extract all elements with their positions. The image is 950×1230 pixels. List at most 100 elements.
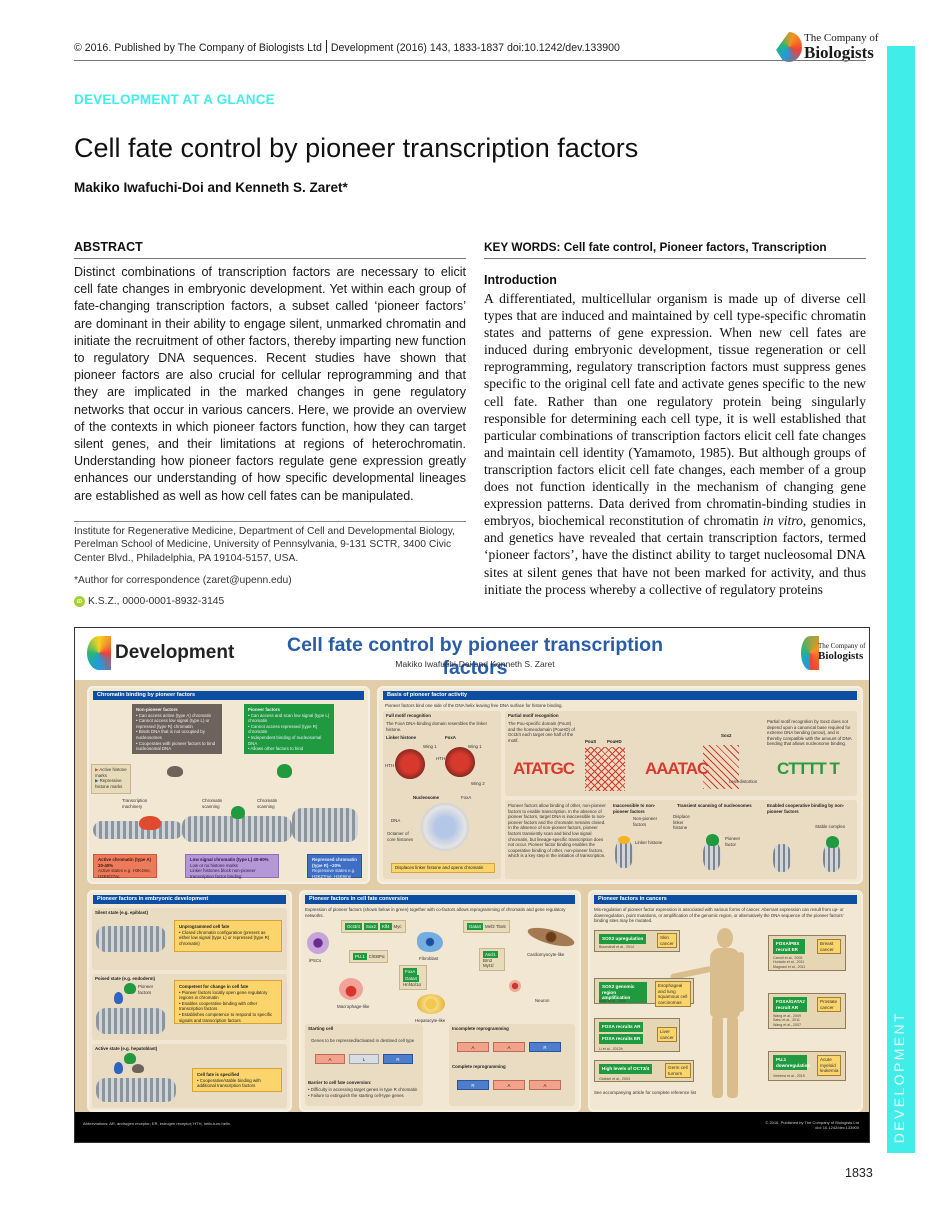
non-pioneer-points: • Can access active (type A) chromatin •… [136,712,216,752]
intro-italic: in vitro [762,513,803,529]
keywords-divider [484,258,866,259]
reference: Bass et al., 2009 [599,999,626,1003]
pouhd-label: PouHD [607,739,622,744]
orcid-line[interactable]: iD K.S.Z., 0000-0001-8932-3145 [74,596,224,607]
transcription-machinery-label: Transcription machinery [122,798,148,809]
poised-state-label: Poised state (e.g. endoderm) [95,976,156,981]
transcription-machinery-icon [139,816,161,830]
complete-title: Complete reprogramming [452,1064,506,1069]
factor-chip: Klf4 [379,923,392,930]
non-pioneer-factor-icon [114,1062,123,1074]
pioneer-factor-icon [706,834,719,846]
nucleosome-icon [773,844,791,872]
poster-figure: Development Cell fate control by pioneer… [74,627,870,1143]
wing2-label: Wing 2 [471,781,485,786]
factor-chip: FoxA [403,968,418,975]
side-tab-label: DEVELOPMENT [891,1010,907,1143]
poster-publisher-logo: The Company of Biologists [801,636,865,672]
cofactor-text: C/EBPα [368,954,385,959]
scanning-pioneer-icon [231,806,245,819]
starting-cell-subpanel: Starting cell Genes to be repressed/acti… [305,1024,423,1106]
non-pioneer-title: Non-pioneer factors [136,707,178,712]
orcid-text[interactable]: K.S.Z., 0000-0001-8932-3145 [88,596,225,607]
panel-cancers: Pioneer factors in cancers Mis-regulatio… [588,890,863,1112]
logo-line1: The Company of [804,32,879,44]
poster-logo-line1: The Company of [818,642,866,650]
octamer-label: Octamer of core histones [387,831,414,842]
poster-logo-line2: Biologists [818,650,864,662]
partial-motif-subpanel: Partial motif recognition The Pou-specif… [505,711,857,796]
macrophage-label: Macrophage-like [337,1004,370,1009]
pioneer-factor-icon [124,1053,136,1064]
pioneer-title: Pioneer factors [248,707,280,712]
neuron-factors-box: Ascl1 Brn2 Myt1l [479,948,505,971]
gene-a: A [457,1042,489,1052]
dna-double-helix-icon [585,747,625,791]
silent-state-label: Silent state (e.g. epiblast) [95,910,148,915]
active-chromatin-icon [96,1078,176,1102]
running-header: © 2016. Published by The Company of Biol… [74,40,620,54]
cancer-chip: Germ cell tumors [665,1063,691,1079]
intro-text-part1: A differentiated, multicellular organism… [484,291,866,529]
pioneer-factors-label: Pioneer factors [138,984,154,995]
full-motif-text: The FoxA DNA-binding domain resembles th… [386,721,488,732]
enabled-title: Enabled cooperative binding by non-pione… [767,803,845,814]
legend-repressive: Repressive histone marks [95,778,123,789]
poster-doi[interactable]: doi: 10.1242/dev.133900 [815,1125,859,1130]
article-title: Cell fate control by pioneer transcripti… [74,133,639,163]
reference: Wang et al., 2009 Sahu et al., 2011 Wang… [773,1014,802,1027]
gene-a: A [315,1054,345,1064]
silent-state-subpanel: Silent state (e.g. epiblast) Unprogramme… [92,908,287,970]
cancer-item-skin: SOX2 upregulation Skin cancer Boumahdi e… [594,930,680,952]
factor-chip: PU.1 [353,953,367,960]
factor-chip: FOXA recruits AR [599,1022,644,1032]
hepatocyte-label: Hepatocyte-like [415,1018,446,1023]
ipsc-label: iPSCs [309,958,322,963]
foxa-title: FoxA [445,735,456,740]
panel-heading: Pioneer factors in cancers [594,895,857,904]
abstract-divider [74,258,466,259]
active-mark-flag-icon: ▶ [95,767,99,772]
pioneer-box: Pioneer factors • Can access and scan lo… [244,704,334,754]
swirl-logo-icon [801,636,819,670]
hth-label: HTH [385,763,395,768]
displace-linker-label: Displace linker histone [673,814,690,831]
macrophage-cell-icon [339,978,363,1000]
type-l-text: Low or no histone marks Linker histones … [190,862,256,879]
fibroblast-label: Fibroblast [419,956,439,961]
neuron-cell-icon [509,980,521,992]
panel-basis: Basis of pioneer factor activity Pioneer… [377,686,863,884]
panel-heading: Pioneer factors in cell fate conversion [305,895,575,904]
transient-title: Transient scanning of nucleosomes [677,803,752,808]
gene-a: A [493,1042,525,1052]
hepatocyte-cell-icon [417,994,445,1014]
pioneer-factor-icon [124,983,136,994]
orcid-icon: iD [74,596,85,607]
cofactor-text: Hnf4α/1α [403,982,422,987]
page-number: 1833 [845,1166,873,1180]
cancer-item-prostate: FOXA/GATA2 recruit AR Prostate cancer Wa… [768,993,846,1029]
poster-copyright-text: © 2016. Published by The Company of Biol… [765,1120,859,1125]
citation-text: Development (2016) 143, 1833-1837 doi:10… [330,42,620,54]
intro-text-part2: , genomics, and genetics have revealed t… [484,513,867,597]
reference: Carroll et al., 2005 Hurtado et al., 201… [773,956,806,969]
cardiomyocyte-label: Cardiomyocyte-like [527,952,565,957]
pous-label: PouS [585,739,597,744]
sox2-label: Sox2 [721,733,732,738]
foxa-label: FoxA [461,795,472,800]
repressive-mark-flag-icon: ▶ [95,778,99,783]
repressed-chromatin-strand [292,808,358,842]
specified-title: Cell fate is specified [197,1072,240,1077]
swirl-logo-icon [776,32,802,62]
nucleosome-icon [823,844,841,872]
panel-embryonic: Pioneer factors in embryonic development… [87,890,292,1112]
cancer-chip: Breast cancer [817,939,841,955]
full-motif-title: Full motif recognition [386,713,431,718]
reference: Gidekel et al., 2003 [599,1077,630,1081]
panel-heading: Basis of pioneer factor activity [383,691,857,700]
reference: Li et al., 2012b [599,1047,623,1051]
stable-complex-label: Stable complex [815,824,846,829]
gene-a: A [493,1080,525,1090]
